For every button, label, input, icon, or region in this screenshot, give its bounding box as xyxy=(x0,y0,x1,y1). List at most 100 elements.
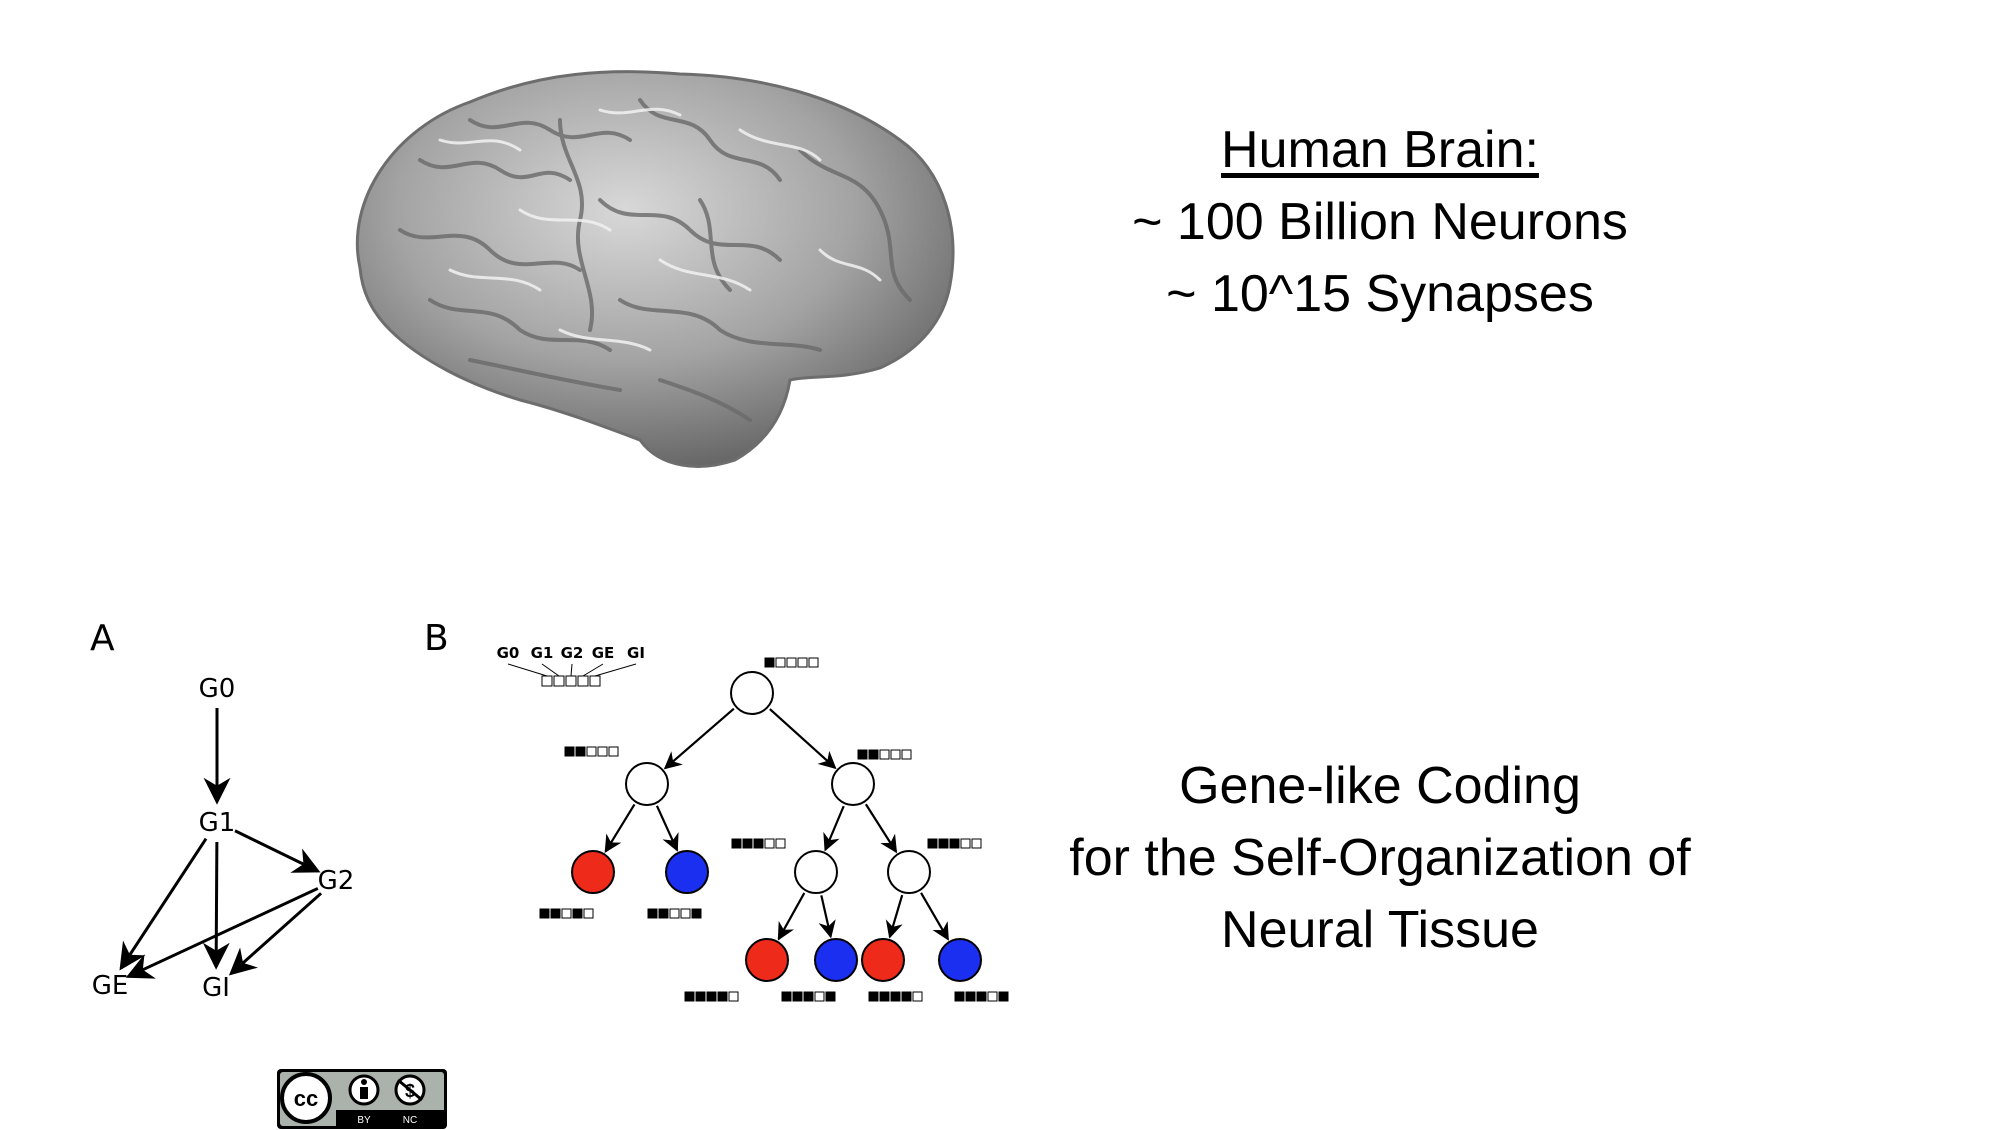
code-bit xyxy=(586,746,597,757)
code-bit xyxy=(680,908,691,919)
code-bit xyxy=(764,657,775,668)
cell-node-red xyxy=(861,938,905,982)
gene-header-g0: G0 xyxy=(497,644,520,662)
header-connector xyxy=(570,663,573,677)
code-bit xyxy=(564,746,575,757)
code-bit xyxy=(575,746,586,757)
code-bit xyxy=(825,991,836,1002)
code-bit xyxy=(901,991,912,1002)
code-bit xyxy=(728,991,739,1002)
cell-node-blue xyxy=(665,850,709,894)
header-connector xyxy=(507,663,548,677)
code-bit xyxy=(868,991,879,1002)
tree-edge xyxy=(655,805,679,852)
node-g0: G0 xyxy=(199,674,236,704)
gene-header-g2: G2 xyxy=(561,644,584,662)
cell-node-white xyxy=(730,671,774,715)
code-bit xyxy=(803,991,814,1002)
panel-a-letter: A xyxy=(90,618,115,659)
code-bit xyxy=(857,749,868,760)
header-connector xyxy=(541,663,560,677)
license-nc-label: NC xyxy=(403,1115,417,1126)
header-connector xyxy=(594,663,637,677)
cell-node-white xyxy=(794,850,838,894)
code-bit xyxy=(879,991,890,1002)
code-bit xyxy=(890,991,901,1002)
gene-coding-caption: Gene-like Coding for the Self-Organizati… xyxy=(980,750,1780,966)
neuron-count: ~ 100 Billion Neurons xyxy=(1132,193,1628,251)
tree-edge xyxy=(823,805,845,852)
caption-line-2: for the Self-Organization of xyxy=(1069,829,1691,887)
panel-b-letter: B xyxy=(424,618,449,659)
code-bit xyxy=(987,991,998,1002)
gene-header-gi: GI xyxy=(627,644,645,662)
cell-node-blue xyxy=(938,938,982,982)
code-bit xyxy=(658,908,669,919)
code-bit xyxy=(879,749,890,760)
code-bit xyxy=(901,749,912,760)
cell-node-white xyxy=(831,762,875,806)
node-g2: G2 xyxy=(318,866,355,896)
code-bit xyxy=(954,991,965,1002)
edge-g1-ge xyxy=(119,837,208,971)
edge-g1-g2 xyxy=(234,829,321,873)
tree-edge xyxy=(777,892,806,941)
code-bit xyxy=(695,991,706,1002)
code-bit xyxy=(781,991,792,1002)
code-bit xyxy=(731,838,742,849)
code-bit xyxy=(775,838,786,849)
tree-edge xyxy=(864,803,898,854)
header-code-bit xyxy=(589,675,601,687)
code-bit xyxy=(976,991,987,1002)
code-bit xyxy=(960,838,971,849)
code-bit xyxy=(868,749,879,760)
code-bit xyxy=(890,749,901,760)
code-bit xyxy=(949,838,960,849)
synapse-count: ~ 10^15 Synapses xyxy=(1166,265,1594,323)
tree-edge xyxy=(885,894,904,939)
code-bit xyxy=(814,991,825,1002)
gene-header-ge: GE xyxy=(592,644,615,662)
code-bit xyxy=(717,991,728,1002)
cell-node-white xyxy=(887,850,931,894)
tree-edge xyxy=(920,892,949,941)
code-bit xyxy=(669,908,680,919)
header-code-bit xyxy=(577,675,589,687)
header-connector xyxy=(582,663,604,677)
code-bit xyxy=(572,908,583,919)
node-gi: GI xyxy=(202,973,230,1003)
header-code-bit xyxy=(553,675,565,687)
code-bit xyxy=(764,838,775,849)
node-ge: GE xyxy=(92,971,129,1001)
tree-edge xyxy=(604,803,636,854)
code-bit xyxy=(792,991,803,1002)
code-bit xyxy=(938,838,949,849)
tree-edge xyxy=(769,708,837,770)
noncommercial-icon: $ xyxy=(394,1074,426,1106)
node-g1: G1 xyxy=(199,808,236,838)
code-bit xyxy=(550,908,561,919)
code-bit xyxy=(808,657,819,668)
brain-stats: Human Brain: ~ 100 Billion Neurons ~ 10^… xyxy=(1030,114,1730,330)
code-bit xyxy=(561,908,572,919)
code-bit xyxy=(753,838,764,849)
cell-node-red xyxy=(745,938,789,982)
code-bit xyxy=(608,746,619,757)
tree-edge xyxy=(818,895,836,939)
cc-by-nc-badge[interactable]: cc $ BY NC xyxy=(276,1068,448,1130)
code-bit xyxy=(912,991,923,1002)
code-bit xyxy=(539,908,550,919)
edge-g2-gi xyxy=(228,892,323,976)
code-bit xyxy=(742,838,753,849)
edge-g2-ge xyxy=(125,887,319,979)
code-bit xyxy=(597,746,608,757)
code-bit xyxy=(998,991,1009,1002)
tree-edge xyxy=(663,707,735,770)
code-bit xyxy=(706,991,717,1002)
edge-g1-gi xyxy=(202,841,230,970)
code-bit xyxy=(684,991,695,1002)
cell-node-red xyxy=(571,850,615,894)
code-bit xyxy=(775,657,786,668)
